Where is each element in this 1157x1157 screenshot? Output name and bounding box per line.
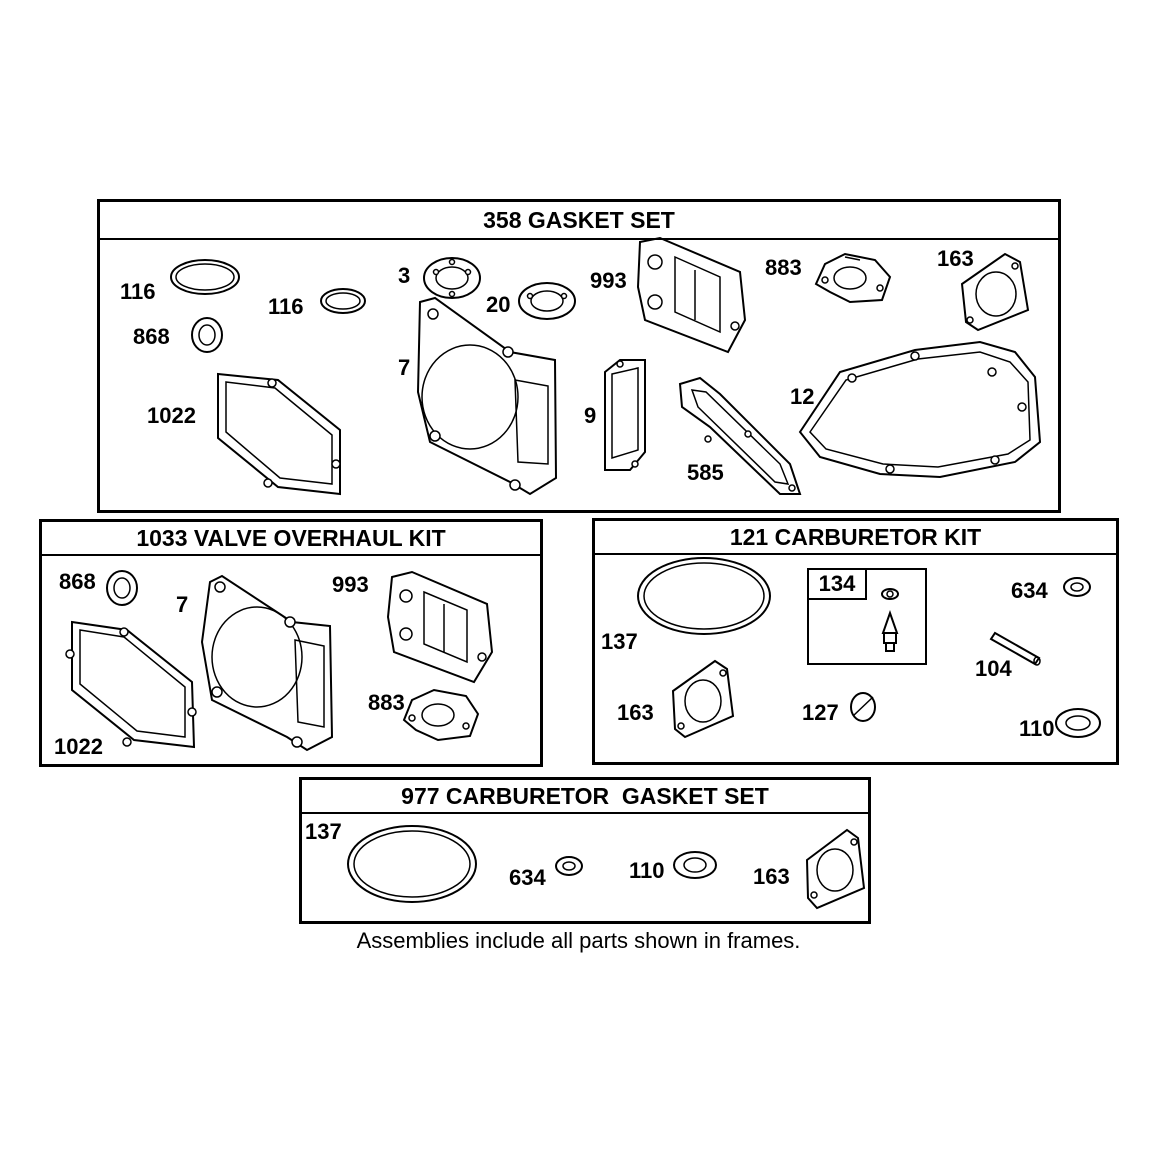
seal-3 (423, 257, 481, 299)
valve-kit-parts (65, 570, 494, 752)
carb-gasket-163 (960, 252, 1030, 332)
washer-634 (555, 856, 583, 876)
valve-plate-993 (386, 570, 494, 684)
label-104: 104 (975, 656, 1012, 681)
intake-gasket-883 (402, 688, 480, 742)
label-134: 134 (809, 570, 867, 600)
frame-carburetor-gasket-set: 977 CARBURETOR GASKET SET 137 634 110 (299, 777, 871, 924)
label-20: 20 (486, 292, 511, 317)
subframe-134: 134 (807, 568, 927, 665)
sump-gasket-12 (798, 340, 1042, 479)
label-9: 9 (584, 403, 597, 428)
label-12: 12 (790, 384, 815, 409)
frame-title: 1033 VALVE OVERHAUL KIT (42, 522, 540, 556)
label-127: 127 (802, 700, 839, 725)
gasket-set-parts (170, 236, 1042, 496)
label-883: 883 (368, 690, 405, 715)
frame-title: 358 GASKET SET (100, 202, 1058, 240)
cover-gasket-1022 (65, 620, 197, 749)
carb-kit-parts (637, 557, 1101, 739)
frame-gasket-set: 358 GASKET SET (97, 199, 1061, 513)
seal-868 (191, 317, 223, 353)
label-163: 163 (617, 700, 654, 725)
frame-title: 977 CARBURETOR GASKET SET (302, 780, 868, 814)
intake-gasket-883 (814, 252, 892, 304)
label-883: 883 (765, 255, 802, 280)
label-110: 110 (1019, 716, 1055, 741)
footnote: Assemblies include all parts shown in fr… (356, 928, 801, 953)
label-163: 163 (753, 864, 790, 889)
label-1022: 1022 (147, 403, 196, 428)
label-868: 868 (133, 324, 170, 349)
label-868: 868 (59, 569, 96, 594)
label-110: 110 (629, 858, 665, 883)
label-634: 634 (509, 865, 546, 890)
label-585: 585 (687, 460, 724, 485)
seal-20 (518, 282, 576, 320)
label-116-large: 116 (120, 279, 156, 304)
label-1022: 1022 (54, 734, 103, 759)
frame-carburetor-kit: 121 CARBURETOR KIT (592, 518, 1119, 765)
label-634: 634 (1011, 578, 1048, 603)
label-993: 993 (332, 572, 369, 597)
carb-gasket-set-parts (347, 825, 866, 910)
label-7: 7 (398, 355, 411, 380)
ring-116-large (170, 259, 240, 295)
washer-634 (1063, 577, 1091, 597)
plug-127 (850, 692, 876, 722)
label-163: 163 (937, 246, 974, 271)
valve-plate-993 (636, 236, 747, 354)
breather-gasket-9 (604, 359, 646, 471)
frame-title: 121 CARBURETOR KIT (595, 521, 1116, 555)
ring-116-small (320, 288, 366, 314)
head-gasket-7 (416, 296, 558, 496)
washer-110 (1055, 708, 1101, 738)
label-137: 137 (601, 629, 638, 654)
oring-137 (637, 557, 771, 635)
label-116-small: 116 (268, 294, 304, 319)
frame-valve-overhaul-kit: 1033 VALVE OVERHAUL KIT (39, 519, 543, 767)
head-gasket-7 (200, 574, 334, 752)
label-993: 993 (590, 268, 627, 293)
oring-137 (347, 825, 477, 903)
exhaust-gasket-585 (678, 376, 802, 495)
label-7: 7 (176, 592, 189, 617)
carb-gasket-163 (671, 659, 735, 739)
seal-868 (106, 570, 138, 606)
label-3: 3 (398, 263, 411, 288)
carb-gasket-163 (805, 828, 866, 910)
cover-gasket-1022 (217, 372, 341, 496)
needle-134 (881, 588, 899, 652)
label-137: 137 (305, 819, 342, 844)
washer-110 (673, 851, 717, 879)
pin-104 (989, 631, 1041, 666)
